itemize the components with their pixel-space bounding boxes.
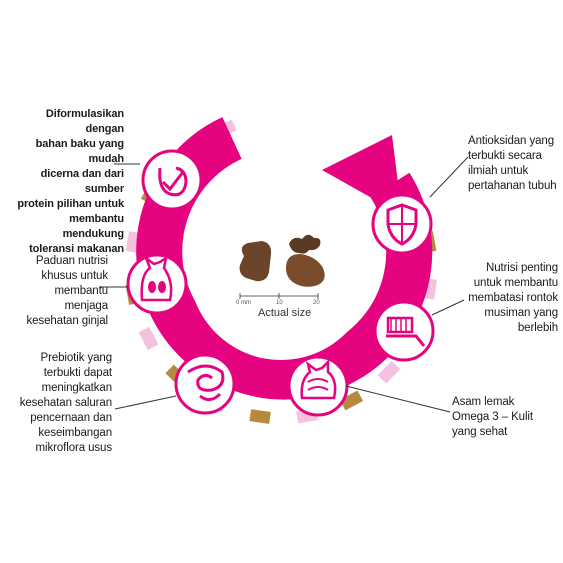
inner-circle bbox=[189, 176, 373, 360]
callout-digestion: Diformulasikan dengan bahan baku yang mu… bbox=[17, 108, 124, 255]
kibble-pieces bbox=[239, 234, 325, 287]
callout-hairball: Nutrisi penting untuk membantu membatasi… bbox=[468, 262, 558, 334]
gold-notch bbox=[138, 326, 159, 351]
gold-notch bbox=[377, 360, 401, 384]
actual-size-caption: Actual size bbox=[258, 307, 312, 319]
gold-notch bbox=[249, 409, 271, 424]
kibble-round bbox=[286, 254, 325, 287]
scale-tick-10: 10 bbox=[276, 300, 283, 306]
ring-arrow-head bbox=[322, 135, 402, 215]
kibble-star bbox=[289, 234, 321, 254]
kibble-square bbox=[239, 241, 272, 282]
size-scale: 0 mm 10 20 bbox=[236, 293, 320, 306]
intestine-icon bbox=[174, 353, 236, 415]
callout-omega: Asam lemak Omega 3 – Kulit yang sehat bbox=[452, 396, 533, 438]
cat-skin-icon bbox=[287, 355, 349, 417]
brush-icon bbox=[373, 300, 435, 362]
callout-antioxidant: Antioksidan yang terbukti secara ilmiah … bbox=[468, 135, 557, 192]
stomach-check-icon bbox=[141, 149, 203, 211]
callout-lines bbox=[100, 156, 469, 413]
scale-tick-0: 0 mm bbox=[236, 300, 251, 306]
gold-notch bbox=[339, 390, 364, 411]
callout-kidney: Paduan nutrisi khusus untuk membantu men… bbox=[26, 255, 108, 327]
shield-icon bbox=[371, 193, 433, 255]
scale-tick-20: 20 bbox=[313, 300, 320, 306]
cat-kidney-icon bbox=[126, 253, 188, 315]
callout-prebiotic: Prebiotik yang terbukti dapat meningkatk… bbox=[19, 352, 112, 454]
